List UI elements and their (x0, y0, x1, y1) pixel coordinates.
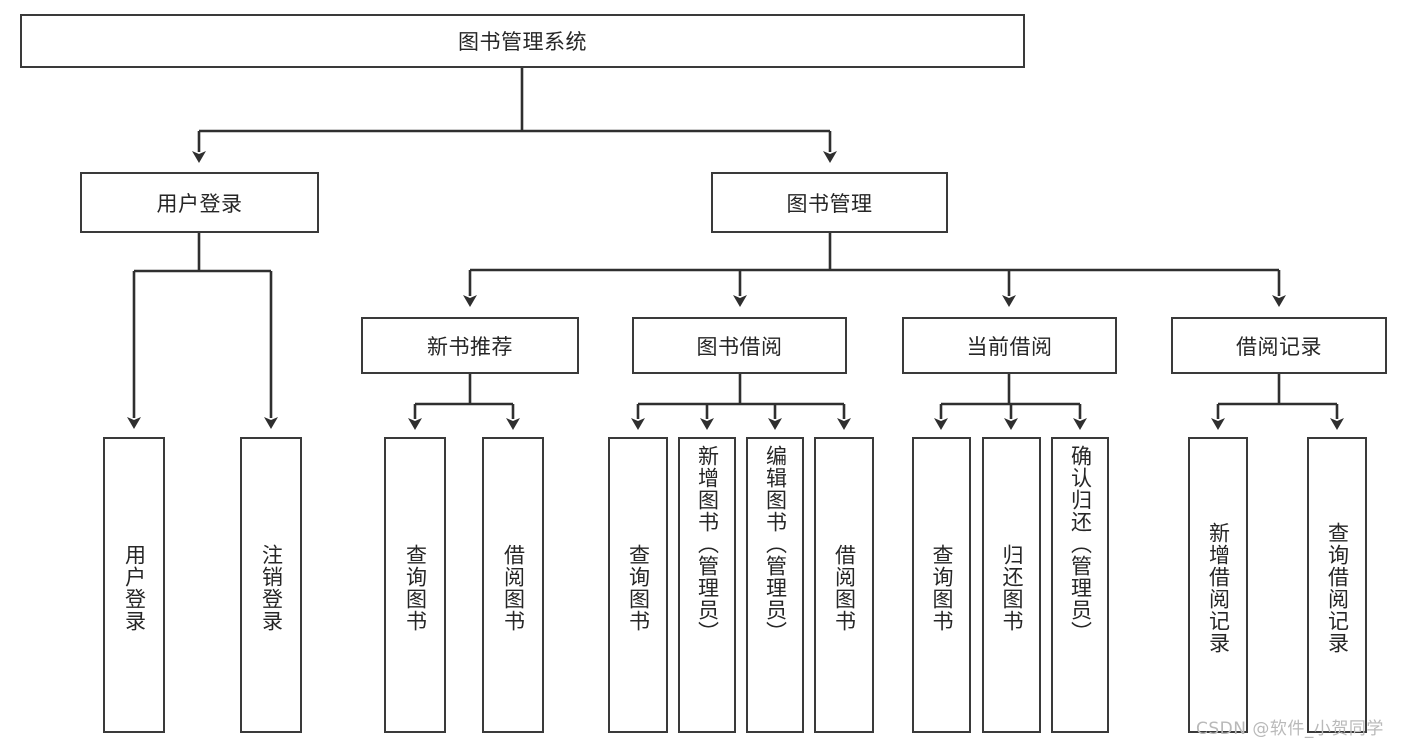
node-label: 借阅图书 (832, 544, 857, 632)
leaf-text-wrap: 查询图书 (928, 445, 955, 731)
node-borrow-record[interactable]: 借阅记录 (1171, 317, 1387, 374)
leaf-text-wrap: 用户登录 (121, 445, 148, 731)
node-label: 注销登录 (259, 544, 284, 632)
node-user-login[interactable]: 用户登录 (80, 172, 319, 233)
node-label: 图书管理系统 (458, 30, 587, 54)
node-current-borrow[interactable]: 当前借阅 (902, 317, 1117, 374)
node-label: 借阅记录 (1236, 334, 1322, 359)
node-label: 新书推荐 (427, 334, 513, 359)
node-book-borrow[interactable]: 图书借阅 (632, 317, 847, 374)
node-label: 归还图书 (999, 544, 1024, 632)
node-leaf-user-login[interactable]: 用户登录 (103, 437, 165, 733)
leaf-text-wrap: 注销登录 (258, 445, 285, 731)
node-leaf-add-book-admin[interactable]: 新增图书（管理员） (678, 437, 736, 733)
node-label: 查询图书 (929, 544, 954, 632)
leaf-text-wrap: 新增图书（管理员） (694, 445, 721, 731)
leaf-text-wrap: 借阅图书 (500, 445, 527, 731)
node-leaf-confirm-return-admin[interactable]: 确认归还（管理员） (1051, 437, 1109, 733)
node-label: 查询借阅记录 (1325, 522, 1350, 654)
node-label: 查询图书 (403, 544, 428, 632)
leaf-text-wrap: 编辑图书（管理员） (762, 445, 789, 731)
node-label: 查询图书 (626, 544, 651, 632)
node-leaf-query-borrow-record[interactable]: 查询借阅记录 (1307, 437, 1367, 733)
node-leaf-return-book[interactable]: 归还图书 (982, 437, 1041, 733)
node-leaf-borrow-book[interactable]: 借阅图书 (814, 437, 874, 733)
leaf-text-wrap: 新增借阅记录 (1205, 445, 1232, 731)
node-leaf-borrow-book[interactable]: 借阅图书 (482, 437, 544, 733)
leaf-text-wrap: 确认归还（管理员） (1067, 445, 1094, 731)
node-leaf-query-book[interactable]: 查询图书 (608, 437, 668, 733)
leaf-text-wrap: 借阅图书 (831, 445, 858, 731)
node-label: 新增借阅记录 (1206, 522, 1231, 654)
node-leaf-add-borrow-record[interactable]: 新增借阅记录 (1188, 437, 1248, 733)
node-root-system[interactable]: 图书管理系统 (20, 14, 1025, 68)
leaf-text-wrap: 查询图书 (402, 445, 429, 731)
leaf-text-wrap: 归还图书 (998, 445, 1025, 731)
node-label: 图书管理 (786, 191, 873, 216)
node-leaf-query-book[interactable]: 查询图书 (912, 437, 971, 733)
node-new-book-recommend[interactable]: 新书推荐 (361, 317, 579, 374)
node-leaf-edit-book-admin[interactable]: 编辑图书（管理员） (746, 437, 804, 733)
node-book-management[interactable]: 图书管理 (711, 172, 948, 233)
node-label: 图书借阅 (696, 334, 783, 359)
node-label: 当前借阅 (966, 334, 1053, 359)
node-label: 用户登录 (122, 544, 147, 632)
node-leaf-logout-login[interactable]: 注销登录 (240, 437, 302, 733)
node-label: 借阅图书 (501, 544, 526, 632)
leaf-text-wrap: 查询借阅记录 (1324, 445, 1351, 731)
leaf-text-wrap: 查询图书 (625, 445, 652, 731)
node-leaf-query-book[interactable]: 查询图书 (384, 437, 446, 733)
node-label: 用户登录 (156, 191, 243, 216)
node-label: 编辑图书（管理员） (763, 445, 788, 643)
node-label: 新增图书（管理员） (695, 445, 720, 643)
node-label: 确认归还（管理员） (1068, 445, 1093, 643)
csdn-watermark: CSDN @软件_小贺同学 (1196, 719, 1384, 739)
